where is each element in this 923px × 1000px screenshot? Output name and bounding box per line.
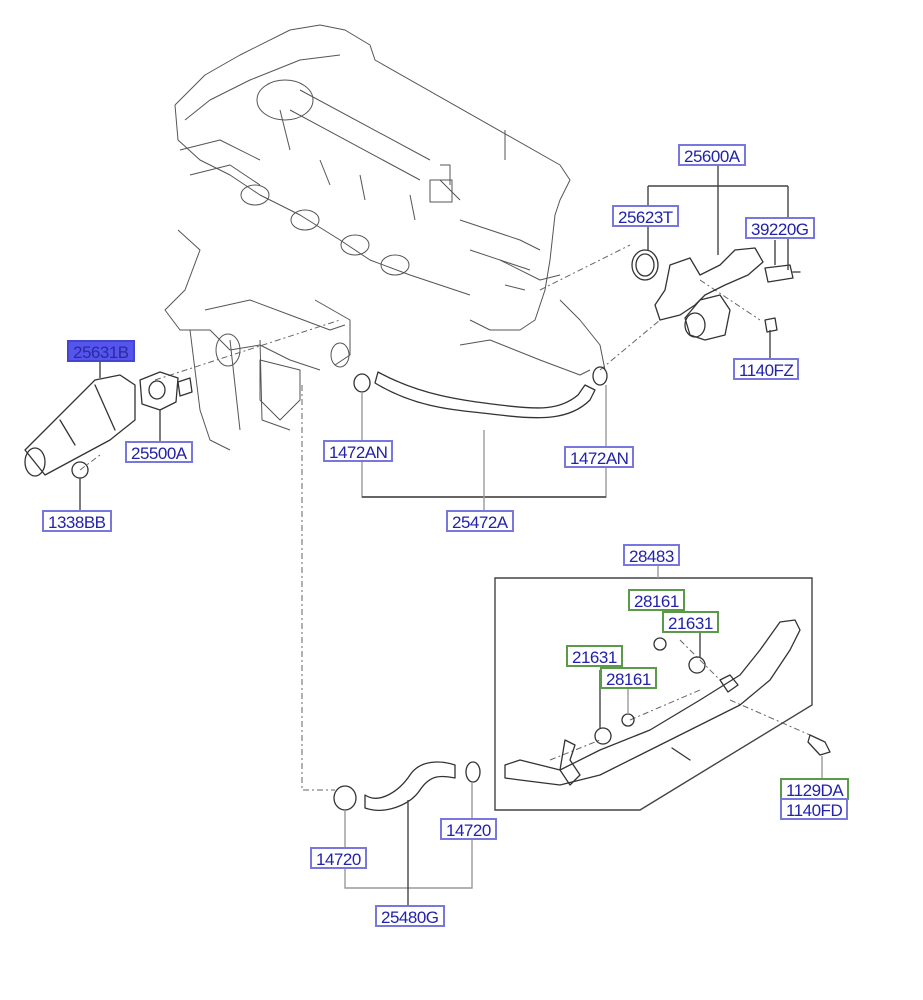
part-callout-21631-left[interactable]: 21631 [566, 645, 623, 667]
assembly-dash-lines [79, 244, 811, 791]
part-callout-25472a[interactable]: 25472A [446, 510, 514, 532]
water-outlet-fitting-illustration [631, 247, 801, 341]
engine-cylinder-head-illustration [164, 24, 606, 451]
leader-lines [79, 164, 823, 905]
part-callout-1140fz[interactable]: 1140FZ [733, 358, 800, 380]
part-callout-28161-mid[interactable]: 28161 [600, 667, 657, 689]
part-callout-25600a[interactable]: 25600A [678, 144, 746, 166]
part-callout-14720-right[interactable]: 14720 [440, 818, 497, 840]
water-hose-25472a-illustration [353, 366, 608, 419]
part-callout-1472an-left[interactable]: 1472AN [323, 440, 394, 462]
part-callout-21631-top[interactable]: 21631 [662, 611, 719, 633]
part-callout-14720-left[interactable]: 14720 [310, 847, 367, 869]
part-callout-1472an-right[interactable]: 1472AN [564, 446, 635, 468]
part-callout-25500a[interactable]: 25500A [125, 441, 193, 463]
part-callout-39220g[interactable]: 39220G [745, 217, 815, 239]
part-callout-28161-top[interactable]: 28161 [628, 589, 685, 611]
part-callout-1129da[interactable]: 1129DA [780, 778, 850, 800]
part-callout-1338bb[interactable]: 1338BB [42, 510, 112, 532]
part-callout-25631b[interactable]: 25631B [67, 340, 135, 362]
water-pipe-28483-illustration [494, 577, 831, 811]
part-callout-25480g[interactable]: 25480G [375, 905, 445, 927]
part-callout-25623t[interactable]: 25623T [612, 205, 679, 227]
part-callout-28483[interactable]: 28483 [623, 544, 680, 566]
water-inlet-fitting-illustration [24, 371, 193, 479]
water-hose-25480g-illustration [333, 761, 481, 811]
part-callout-1140fd[interactable]: 1140FD [780, 798, 849, 820]
